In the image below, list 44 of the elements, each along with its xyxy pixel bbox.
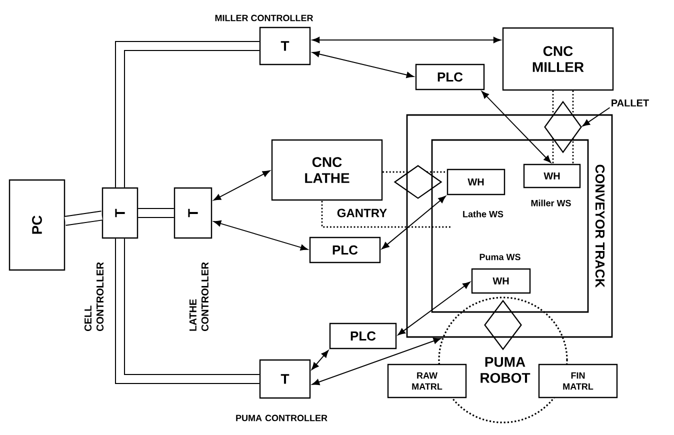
controller-label: Lathe WS	[463, 210, 504, 218]
process-box: PLC	[329, 322, 397, 350]
arrow	[213, 170, 270, 201]
process-box: T	[102, 187, 138, 239]
double-line	[115, 238, 260, 384]
arrow	[482, 91, 552, 163]
arrow	[382, 196, 446, 250]
controller-label: CELL CONTROLLER	[84, 262, 104, 332]
process-box: WH	[523, 164, 581, 188]
arrow	[312, 50, 414, 78]
process-box: FIN MATRL	[538, 364, 618, 398]
controller-label: Puma WS	[480, 254, 520, 260]
callout-text: PALLET	[612, 100, 649, 106]
process-box: PC	[8, 179, 66, 271]
process-box: WH	[471, 268, 531, 294]
transfer-path	[426, 171, 447, 173]
controller-label: Miller WS	[531, 200, 571, 206]
arrow	[312, 36, 501, 44]
controller-label: MILLER CONTROLLER	[215, 14, 314, 22]
double-line	[115, 41, 260, 188]
process-box: T	[259, 26, 311, 66]
process-box: CNC MILLER	[502, 27, 614, 91]
process-box: PLC	[415, 64, 485, 90]
process-box: CNC LATHE	[271, 139, 383, 201]
leader-line	[582, 107, 610, 126]
arrow	[312, 338, 441, 386]
process-box: T	[259, 359, 311, 399]
arrow	[311, 350, 329, 370]
transfer-path	[552, 138, 554, 164]
transfer-path	[572, 138, 574, 164]
double-line	[138, 208, 174, 218]
process-box: T	[174, 187, 212, 239]
process-box: WH	[446, 168, 506, 196]
transfer-path	[572, 90, 574, 116]
controller-label: LATHE CONTROLLER	[190, 262, 208, 332]
arrow	[398, 282, 470, 336]
transfer-path	[552, 90, 554, 116]
double-line	[64, 210, 103, 226]
process-box: RAW MATRL	[387, 364, 467, 398]
controller-label: PUMA CONTROLLER	[236, 414, 328, 422]
area-label: GANTRY	[337, 208, 387, 218]
arrow	[214, 220, 308, 251]
transfer-path	[382, 171, 410, 173]
process-box: PLC	[309, 236, 381, 264]
